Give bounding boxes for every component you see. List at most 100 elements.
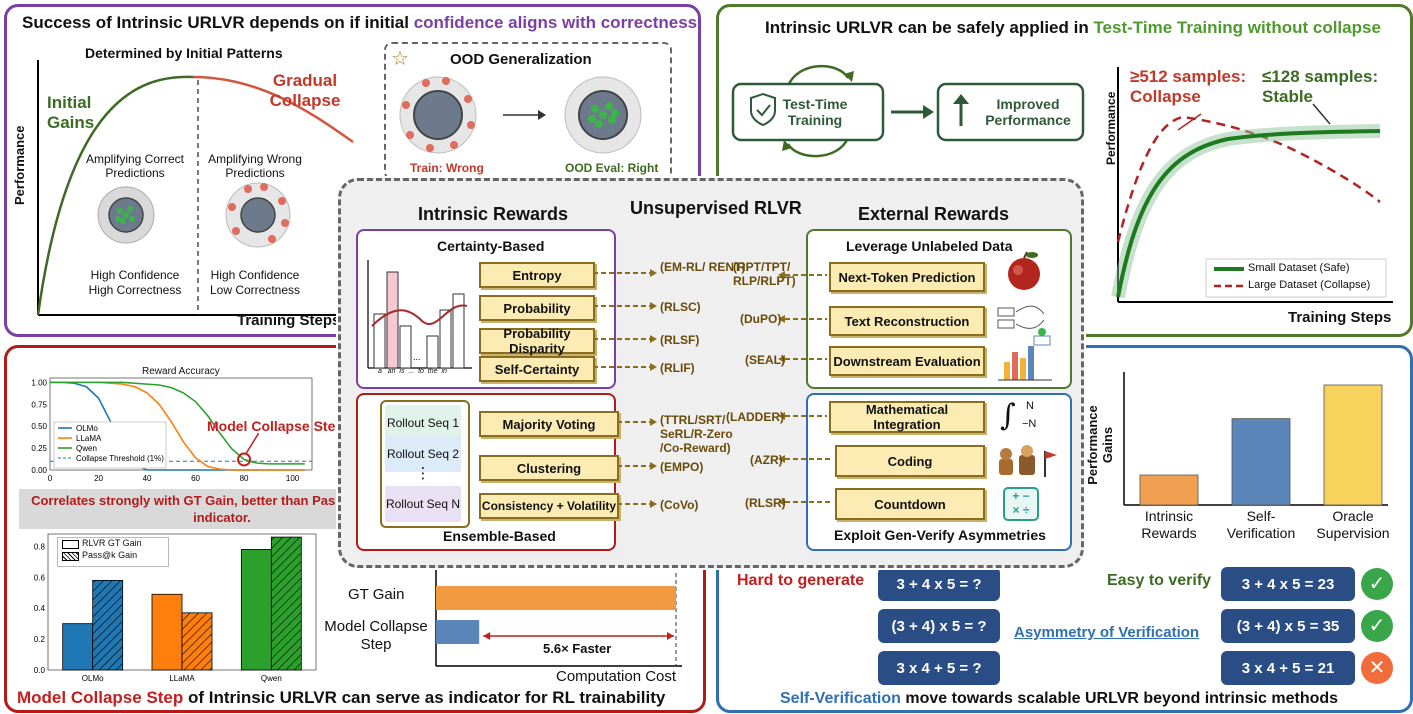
clustering-box[interactable]: Clustering [479, 455, 619, 481]
entropy-box[interactable]: Entropy [479, 262, 595, 288]
token-distribution-icon: ... [367, 260, 472, 369]
tr-x-label: Training Steps [1288, 309, 1392, 326]
ood-eval-right: OOD Eval: Right [565, 161, 659, 175]
series-line-qwen [50, 381, 305, 465]
ref-rlsc: (RLSC) [660, 300, 701, 314]
ref-rlif: (RLIF) [660, 361, 695, 375]
legend-gt-label: RLVR GT Gain [82, 538, 142, 548]
x-tick-label: 20 [94, 474, 103, 483]
external-rewards-title: External Rewards [858, 204, 1010, 224]
collapse-pointer [245, 432, 260, 454]
bar-gt-gain [151, 593, 183, 671]
majority-voting-box[interactable]: Majority Voting [479, 411, 619, 437]
tl-title: Success of Intrinsic URLVR depends on if… [22, 13, 697, 33]
legend-pass-label: Pass@k Gain [82, 550, 138, 560]
coding-robots-icon [999, 445, 1057, 477]
ttt-box[interactable]: Test-Time Training [782, 96, 848, 128]
hard-to-generate: Hard to generate [737, 572, 865, 589]
x-tick-label: 100 [286, 474, 300, 483]
tl-amp-wrong: Amplifying Wrong Predictions [208, 152, 302, 180]
tr-title-highlight: Test-Time Training without collapse [1093, 18, 1381, 37]
y-tick-label: 0.00 [31, 466, 47, 475]
x-tick-label: 80 [240, 474, 249, 483]
tr-collapse-label: ≥512 samples: Collapse [1130, 67, 1247, 106]
asymmetry-label[interactable]: Asymmetry of Verification [1014, 624, 1200, 641]
ref-covo: (CoVo) [660, 498, 699, 512]
star-icon: ☆ [391, 48, 409, 70]
legend-label: Qwen [76, 444, 97, 453]
collapse-step-annotation: Model Collapse Step [207, 418, 344, 434]
unsupervised-rlvr-title: Unsupervised RLVR [630, 198, 802, 218]
gains-chart [1123, 372, 1388, 506]
br-footer-rest: move towards scalable URLVR beyond intri… [900, 690, 1339, 707]
legend-label: OLMo [76, 424, 98, 433]
ref-ladder: (LADDER) [726, 410, 784, 424]
bar-pass-hatch [271, 537, 302, 670]
y-tick-label: 0.0 [34, 666, 46, 675]
integral-icon: ∫ [1000, 398, 1016, 433]
circle-correct [97, 186, 155, 244]
y-tick-label: 0.75 [31, 400, 47, 409]
text-reconstruction-box[interactable]: Text Reconstruction [829, 306, 985, 336]
consistency-volatility-box[interactable]: Consistency + Volatility [479, 493, 619, 519]
gain-bar [1323, 384, 1383, 506]
probability-box[interactable]: Probability [479, 295, 595, 321]
bar-gt-gain [240, 549, 272, 671]
tl-high-conf-high-corr: High Confidence High Correctness [88, 268, 182, 297]
downstream-evaluation-box[interactable]: Downstream Evaluation [829, 346, 985, 376]
hbar-collapse-label: Model Collapse Step [324, 618, 428, 653]
tl-title-prefix: Success of Intrinsic URLVR depends on if… [22, 13, 414, 32]
category-label: OLMo [82, 674, 104, 683]
hbar-gt-gain [436, 586, 676, 610]
y-tick-label: 0.4 [34, 604, 46, 613]
next-token-prediction-box[interactable]: Next-Token Prediction [829, 262, 985, 292]
hbar-collapse-step [436, 620, 480, 644]
tr-legend-large: Large Dataset (Collapse) [1248, 279, 1371, 291]
math-integration-box[interactable]: Mathematical Integration [829, 401, 985, 433]
legend-label: LLaMA [76, 434, 102, 443]
question-box-2: (3 + 4) x 5 = ? [878, 609, 1000, 643]
easy-to-verify: Easy to verify [1107, 572, 1212, 589]
ttt-flow [731, 65, 1085, 158]
bl-footer-rest: of Intrinsic URLVR can serve as indicato… [183, 688, 666, 707]
question-box-1: 3 + 4 x 5 = ? [878, 567, 1000, 601]
collapse-point-marker [237, 452, 252, 467]
reconstruction-icon [997, 305, 1046, 336]
correlates-text: Correlates strongly with GT Gain, better… [31, 493, 413, 525]
intrinsic-rewards-title: Intrinsic Rewards [418, 204, 569, 224]
self-certainty-box[interactable]: Self-Certainty [479, 356, 595, 382]
apple-icon [1008, 251, 1040, 290]
tl-subtitle: Determined by Initial Patterns [85, 45, 283, 61]
ood-train-wrong: Train: Wrong [410, 161, 484, 175]
rollout-ellipsis: ⋮ [415, 465, 431, 482]
legend-pass-swatch [62, 552, 79, 561]
probability-disparity-box[interactable]: Probability Disparity [479, 326, 595, 356]
improved-performance-box[interactable]: Improved Performance [985, 96, 1071, 128]
answer-box-2: (3 + 4) x 5 = 35 [1221, 609, 1355, 643]
cross-icon: ✕ [1361, 652, 1393, 684]
br-y-label: Performance Gains [1085, 405, 1115, 485]
tr-title: Intrinsic URLVR can be safely applied in… [765, 18, 1381, 38]
reward-accuracy-title: Reward Accuracy [142, 366, 220, 377]
bl-footer-highlight: Model Collapse Step [17, 688, 184, 707]
rollout-seq-2: Rollout Seq 2 [385, 436, 461, 472]
tr-stable-label: ≤128 samples: Stable [1262, 67, 1379, 106]
token-axis-labels: a an is ... to the in [378, 368, 447, 375]
arrow-head-left [483, 632, 491, 640]
y-tick-label: 0.2 [34, 635, 46, 644]
ref-ttrl: (TTRL/SRT/ SeRL/R-Zero /Co-Reward) [660, 413, 733, 455]
check-icon: ✓ [1361, 610, 1393, 642]
integral-upper-bound: N [1026, 400, 1034, 412]
ttt-chart [1111, 67, 1393, 303]
x-tick-label: 60 [191, 474, 200, 483]
coding-box[interactable]: Coding [835, 445, 985, 477]
ref-azr: (AZR) [750, 453, 783, 467]
svg-text:...: ... [413, 352, 421, 362]
y-tick-label: 0.25 [31, 444, 47, 453]
ref-rlsr: (RLSR) [745, 496, 786, 510]
line-legend-box [53, 421, 167, 469]
y-tick-label: 0.50 [31, 422, 47, 431]
answer-box-1: 3 + 4 x 5 = 23 [1221, 567, 1355, 601]
countdown-box[interactable]: Countdown [835, 488, 985, 520]
